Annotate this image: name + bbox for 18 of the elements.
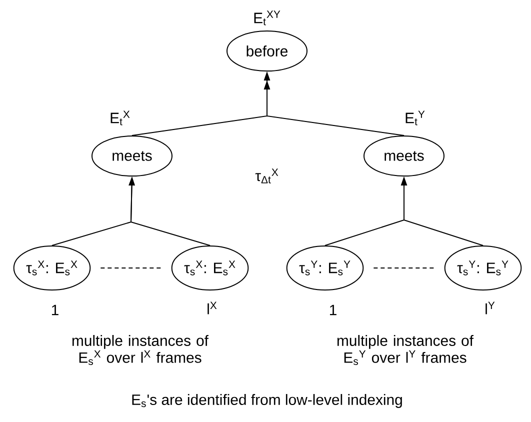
node-label: l$^{X}$ [208,302,217,314]
node-label: 1 [330,304,336,316]
ellipse-node: τ$_{s}$$^{Y}$: E$_{s}$Y [444,246,522,290]
ellipse-node: τ$_{s}$$^{Y}$: E$_{s}$Y [286,246,364,290]
ellipse-node: before [226,30,308,72]
note-text: τ$_{Δt}$X [255,168,278,184]
node-label: E$_{t}$XY [254,10,280,26]
note-text: multiple instances of E$_{s}$$^{X}$ over l$^{X}$ frames [72,335,209,366]
ellipse-node: τ$_{s}$$^{X}$: E$_{s}$X [171,246,249,290]
note-text: E$_{s}$'s are identified from low-level indexing [132,394,402,408]
node-label: l$^{Y}$ [486,302,495,314]
node-label: E$_{t}$Y [406,110,425,126]
ellipse-node: meets [92,136,172,176]
note-text: multiple instances of E$_{s}$$^{Y}$ over l$^{Y}$ frames [337,335,474,366]
ellipse-node: τ$_{s}$$^{X}$: E$_{s}$X [13,246,91,290]
node-label: 1 [52,304,58,316]
ellipse-node: meets [364,136,444,176]
node-label: E$_{t}$X [110,110,130,126]
